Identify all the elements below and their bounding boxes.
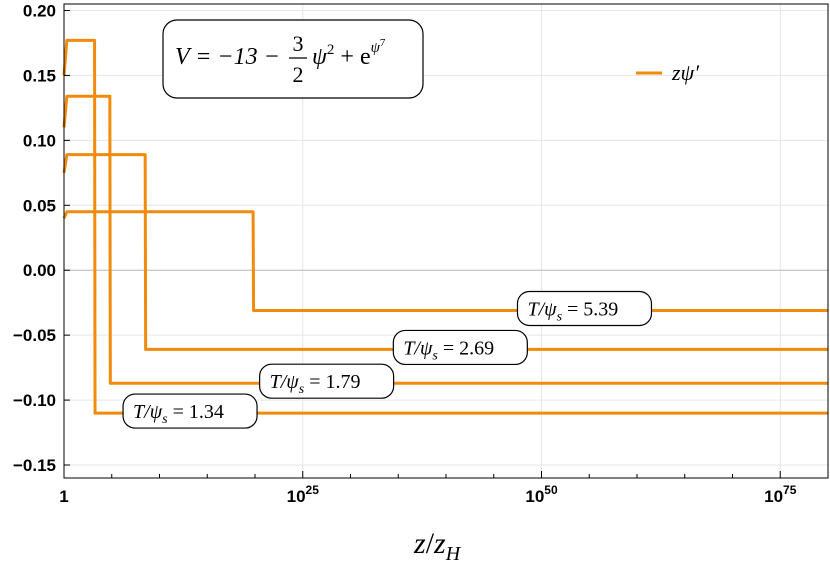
series-label-text: T/ψs = 2.69 — [403, 337, 494, 363]
series-label-box — [392, 329, 528, 366]
x-tick-label: 1025 — [287, 483, 320, 506]
y-tick-label: 0.05 — [23, 196, 56, 215]
y-tick-label: 0.15 — [23, 66, 56, 85]
potential-plus-e: + e — [334, 44, 370, 70]
labels-layer: T/ψs = 5.39T/ψs = 2.69T/ψs = 1.79T/ψs = … — [122, 290, 653, 429]
potential-e-exp-base: ψ — [371, 40, 381, 56]
series-label-text: T/ψs = 5.39 — [527, 298, 618, 324]
x-axis-label: z/zH — [413, 527, 462, 563]
legend-label: zψ′ — [671, 60, 700, 85]
y-tick-label: 0.20 — [23, 1, 56, 20]
potential-label: V = −13 − 3 2 ψ2 + eψ7 — [162, 19, 424, 99]
potential-frac-num: 3 — [293, 31, 304, 56]
y-tick-label: −0.05 — [13, 326, 56, 345]
series-line — [62, 210, 828, 312]
potential-frac-den: 2 — [293, 62, 304, 87]
potential-label-box — [162, 19, 424, 99]
series-label-text: T/ψs = 1.34 — [133, 401, 224, 427]
x-tick-label: 1 — [59, 487, 68, 506]
y-tick-label: 0.00 — [23, 261, 56, 280]
series-line — [62, 153, 828, 351]
potential-psi: ψ — [312, 44, 328, 70]
potential-lhs: V = −13 − — [175, 44, 280, 70]
y-tick-label: −0.15 — [13, 456, 56, 475]
series-label-text: T/ψs = 1.79 — [270, 371, 361, 397]
svg-text:ψ2 + eψ7: ψ2 + eψ7 — [312, 37, 386, 70]
series-label: T/ψs = 5.39 — [516, 290, 653, 327]
series-label: T/ψs = 2.69 — [392, 329, 528, 366]
x-tick-label: 1075 — [764, 483, 797, 506]
svg-text:V = −13 −: V = −13 − — [175, 44, 280, 70]
y-tick-label: −0.10 — [13, 391, 56, 410]
series-label-box — [516, 290, 653, 327]
x-tick-label: 1050 — [525, 483, 558, 506]
series-label: T/ψs = 1.79 — [259, 363, 395, 399]
series-label: T/ψs = 1.34 — [122, 393, 258, 429]
series-line — [62, 38, 828, 415]
series-label-box — [122, 393, 258, 429]
series-label-box — [259, 363, 395, 399]
ticks-layer: 0.20 0.15 0.10 0.05 0.00 −0.05 −0.10 −0.151 1025… — [13, 1, 829, 506]
y-tick-label: 0.10 — [23, 131, 56, 150]
legend: zψ′ — [636, 60, 700, 85]
potential-e-exp-power: 7 — [380, 37, 386, 49]
potential-psi-exp: 2 — [327, 42, 335, 58]
